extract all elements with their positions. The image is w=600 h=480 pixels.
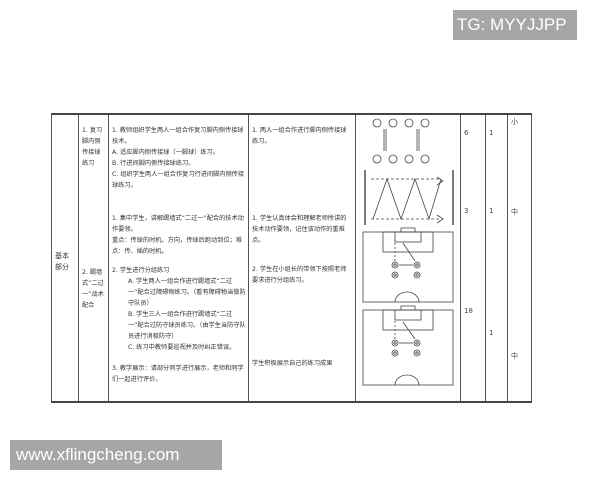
teacher-text: C. 练习中教师要巡视并及时纠正错误。 xyxy=(128,344,236,351)
teacher-text: B. 行进间脚内侧传接球练习。 xyxy=(112,160,195,167)
count-value: 1 xyxy=(489,207,494,215)
teacher-text: C. 组织学生两人一组合作复习行进间脚内侧传接球练习。 xyxy=(112,171,245,189)
table-divider xyxy=(507,115,508,401)
time-value: 6 xyxy=(464,129,469,137)
teacher-text: 重点：传球的时机、方向，传球后跑动到位；难点：传、插的时机。 xyxy=(112,237,242,255)
watermark-bottom: www.xflingcheng.com xyxy=(10,440,222,470)
teacher-text: A. 适应脚内侧传接球（一脚球）练习。 xyxy=(112,149,220,156)
teacher-activity-1: 1. 教师组织学生两人一组合作复习脚内侧传接球技术。 A. 适应脚内侧传接球（一… xyxy=(112,125,246,191)
table-divider xyxy=(78,115,79,401)
drill-diagrams xyxy=(362,118,454,386)
count-value: 1 xyxy=(489,129,494,137)
section-label: 基本部分 xyxy=(55,252,69,271)
count-value: 1 xyxy=(489,329,494,337)
teacher-text: 1. 集中学生，讲解踢墙式“二过一”配合的技术动作要领。 xyxy=(112,215,244,233)
time-value: 3 xyxy=(464,207,469,215)
teacher-text: 1. 教师组织学生两人一组合作复习脚内侧传接球技术。 xyxy=(112,127,244,145)
content-item-2: 2. 踢墙式“二过一”战术配合 xyxy=(82,269,104,309)
teacher-activity-2: 1. 集中学生，讲解踢墙式“二过一”配合的技术动作要领。 重点：传球的时机、方向… xyxy=(112,213,246,385)
teacher-text: B. 学生三人一组合作进行踢墙式“二过一”配合过防守球员练习。（由学生当防守队员… xyxy=(128,311,246,340)
table-divider xyxy=(485,115,486,401)
student-text: 1. 学生认真体会和理解老师所讲的技术动作要领，记住该动作的重难点。 xyxy=(252,215,347,244)
table-border xyxy=(531,115,532,401)
table-divider xyxy=(460,115,461,401)
table-divider xyxy=(248,115,249,401)
teacher-text: A. 学生两人一组合作进行踢墙式“二过一”配合过障碍物练习。（看有障碍物当做防守… xyxy=(128,278,246,307)
time-value: 18 xyxy=(464,307,473,315)
student-text: 学生积极展示自己的练习成果 xyxy=(252,360,333,367)
student-activity-2: 1. 学生认真体会和理解老师所讲的技术动作要领，记住该动作的重难点。 2. 学生… xyxy=(252,213,352,369)
student-activity-1: 1. 两人一组合作进行脚内侧传接球练习。 xyxy=(252,127,347,145)
intensity-value: 中 xyxy=(511,352,518,360)
student-text: 2. 学生在小组长的带领下按照老师要求进行分组练习。 xyxy=(252,266,347,284)
intensity-value: 中 xyxy=(511,208,518,216)
content-item-1: 1. 复习脚内侧传接球练习 xyxy=(82,127,103,167)
table-divider xyxy=(108,115,109,401)
lesson-plan-table: 基本部分 1. 复习脚内侧传接球练习 1. 教师组织学生两人一组合作复习脚内侧传… xyxy=(51,113,532,403)
intensity-value: 小 xyxy=(511,118,518,126)
table-divider xyxy=(355,115,356,401)
watermark-top: TG: MYYJJPP xyxy=(453,10,577,40)
teacher-text: 2. 学生进行分组练习 xyxy=(112,267,170,274)
table-border xyxy=(51,115,52,401)
teacher-text: 3. 教学展示：请部分同学进行展示，老师和同学们一起进行评价。 xyxy=(112,365,244,383)
